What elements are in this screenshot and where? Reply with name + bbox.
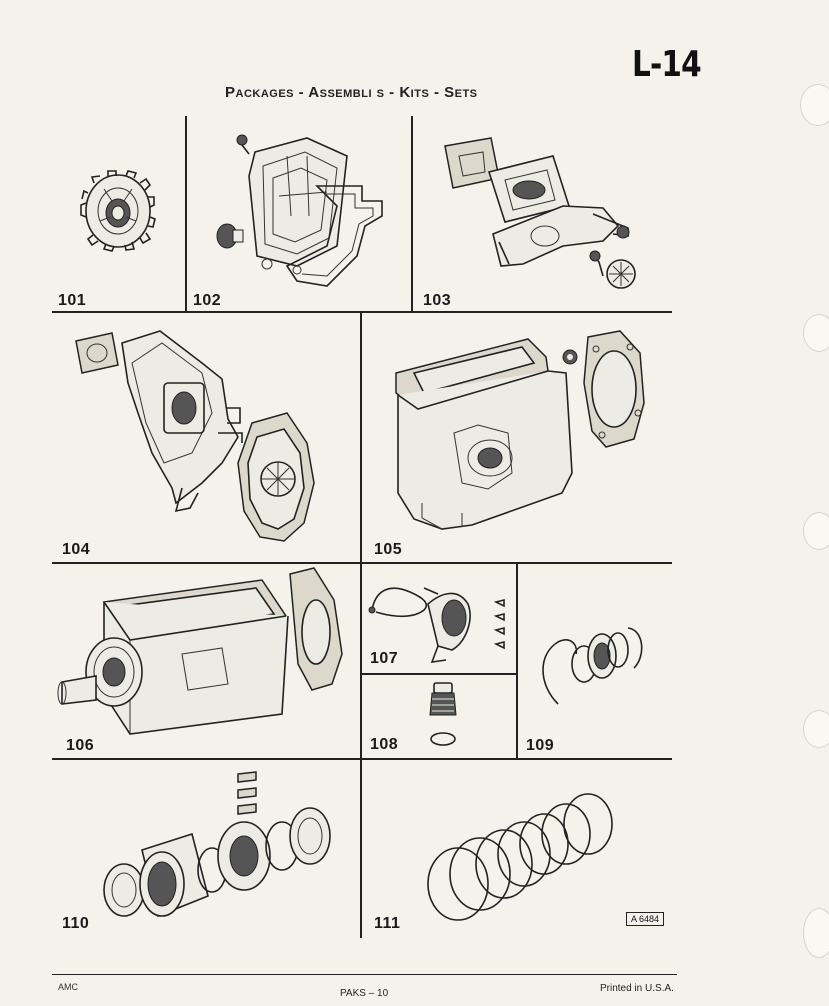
item-number: 107 <box>370 650 399 667</box>
grid-rule <box>411 116 413 312</box>
punch-hole <box>803 710 829 748</box>
transmission-case-icon <box>57 567 343 735</box>
item-number: 108 <box>370 736 399 753</box>
item-number: 105 <box>374 541 403 558</box>
synchronizer-assembly-icon <box>103 771 331 918</box>
item-number: 104 <box>62 541 91 558</box>
item-number: 106 <box>66 737 95 754</box>
item-109: 109 <box>518 564 673 758</box>
case-gasket-set-icon <box>395 330 645 530</box>
item-number: 103 <box>423 292 452 309</box>
grid-rule <box>52 562 672 564</box>
footer-brand: AMC <box>58 982 78 992</box>
footer-printed: Printed in U.S.A. <box>600 983 674 994</box>
punch-hole <box>803 512 829 550</box>
item-105: 105 <box>362 313 673 562</box>
item-number: 102 <box>193 292 222 309</box>
rear-housing-gasket-icon <box>75 330 315 542</box>
item-108: 108 <box>362 675 516 758</box>
speedometer-drive-icon <box>368 587 505 663</box>
grid-rule <box>52 974 677 975</box>
gear-cluster-icon <box>80 170 156 252</box>
grid-rule <box>52 311 672 313</box>
grid-rule <box>185 116 187 312</box>
shift-rail-housing-icon <box>444 137 636 289</box>
grid-rule <box>516 563 518 759</box>
cover-gasket-kit-icon <box>216 134 383 287</box>
bearing-snap-ring-icon <box>542 627 643 705</box>
grid-rule <box>361 673 517 675</box>
item-number: 110 <box>62 915 90 932</box>
item-number: 101 <box>58 292 87 309</box>
footer-page-code: PAKS – 10 <box>340 988 389 999</box>
item-number: 111 <box>374 915 401 932</box>
item-111: 111 <box>362 760 673 938</box>
item-110: 110 <box>52 760 360 938</box>
item-106: 106 <box>52 564 360 758</box>
grid-rule <box>360 312 362 938</box>
reference-number: A 6484 <box>626 912 665 926</box>
snap-ring-set-icon <box>427 793 613 921</box>
punch-hole <box>800 84 829 126</box>
item-107: 107 <box>362 564 516 673</box>
item-number: 109 <box>526 737 555 754</box>
item-102: 102 <box>187 116 411 311</box>
punch-hole <box>803 908 829 958</box>
item-104: 104 <box>52 313 360 562</box>
breather-plug-icon <box>429 682 457 746</box>
page-id: L-14 <box>632 44 702 85</box>
punch-hole <box>803 314 829 352</box>
grid-rule <box>52 758 672 760</box>
item-101: 101 <box>52 116 185 311</box>
page-title: Packages - Assembli s - Kits - Sets <box>225 84 478 101</box>
item-103: 103 <box>413 116 673 311</box>
